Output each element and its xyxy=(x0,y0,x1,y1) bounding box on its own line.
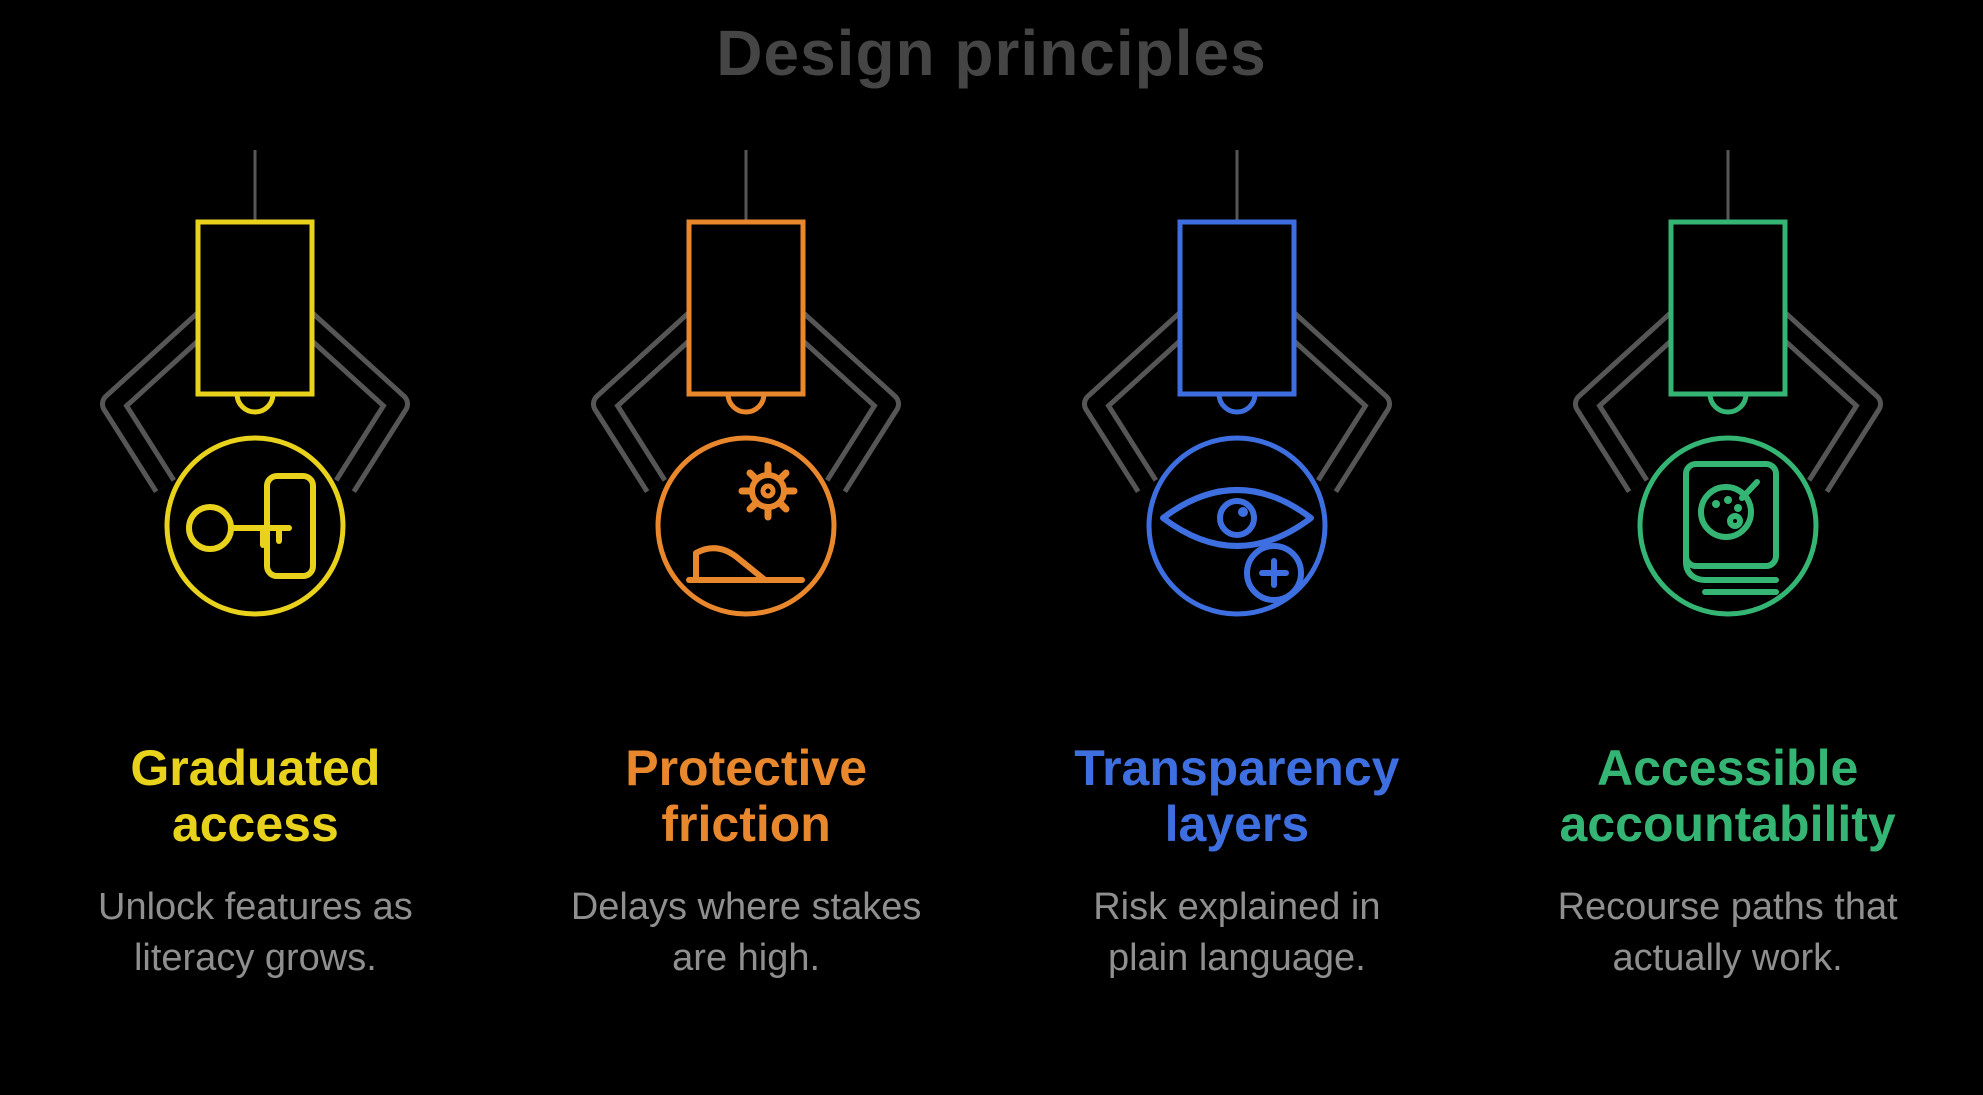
claw-arm-right-icon xyxy=(1260,294,1392,493)
claw-arm-right-icon xyxy=(278,294,411,493)
principle-column-protective-friction: Protective friction Delays where stakes … xyxy=(501,146,992,985)
claw-machine-graphic xyxy=(1572,150,1883,617)
principle-column-transparency-layers: Transparency layers Risk explained in pl… xyxy=(992,146,1483,985)
principle-description: Unlock features as literacy grows. xyxy=(98,886,413,980)
page-title: Design principles xyxy=(716,17,1267,89)
claw-machine-graphic xyxy=(591,150,902,617)
claw-arm-left-icon xyxy=(591,294,723,493)
principle-circle xyxy=(655,435,837,617)
principle-description: Recourse paths that actually work. xyxy=(1557,886,1898,980)
principle-column-accessible-accountability: Accessible accountability Recourse paths… xyxy=(1482,146,1973,985)
principle-description: Risk explained in plain language. xyxy=(1093,886,1381,980)
principle-title: Graduated access xyxy=(130,740,381,852)
claw-pivot xyxy=(234,393,276,415)
gear-and-speed-bump-icon xyxy=(686,461,806,583)
claw-machine-graphic xyxy=(1081,150,1392,617)
claw-arm-right-icon xyxy=(769,294,902,493)
principle-title: Transparency layers xyxy=(1074,740,1400,852)
claw-arm-left-icon xyxy=(1572,294,1705,493)
claw-pivot xyxy=(725,393,767,415)
principle-title: Accessible accountability xyxy=(1559,740,1896,852)
principle-description: Delays where stakes are high. xyxy=(570,886,922,980)
key-and-door-icon xyxy=(186,473,317,579)
claw-arm-left-icon xyxy=(100,294,233,493)
claw-arm-right-icon xyxy=(1750,294,1883,493)
principles-row: Graduated access Unlock features as lite… xyxy=(0,146,1983,985)
book-with-palette-icon xyxy=(1682,461,1779,595)
principle-column-graduated-access: Graduated access Unlock features as lite… xyxy=(10,146,501,985)
crane-body-rect xyxy=(686,219,806,397)
claw-machine-graphic xyxy=(100,150,411,617)
crane-body-rect xyxy=(1668,219,1788,397)
eye-with-plus-icon xyxy=(1159,487,1314,603)
crane-body-rect xyxy=(1177,219,1297,397)
claw-arm-left-icon xyxy=(1081,294,1214,493)
claw-pivot xyxy=(1216,393,1258,415)
principle-title: Protective friction xyxy=(625,740,868,852)
claw-pivot xyxy=(1707,393,1749,415)
crane-body-rect xyxy=(195,219,315,397)
